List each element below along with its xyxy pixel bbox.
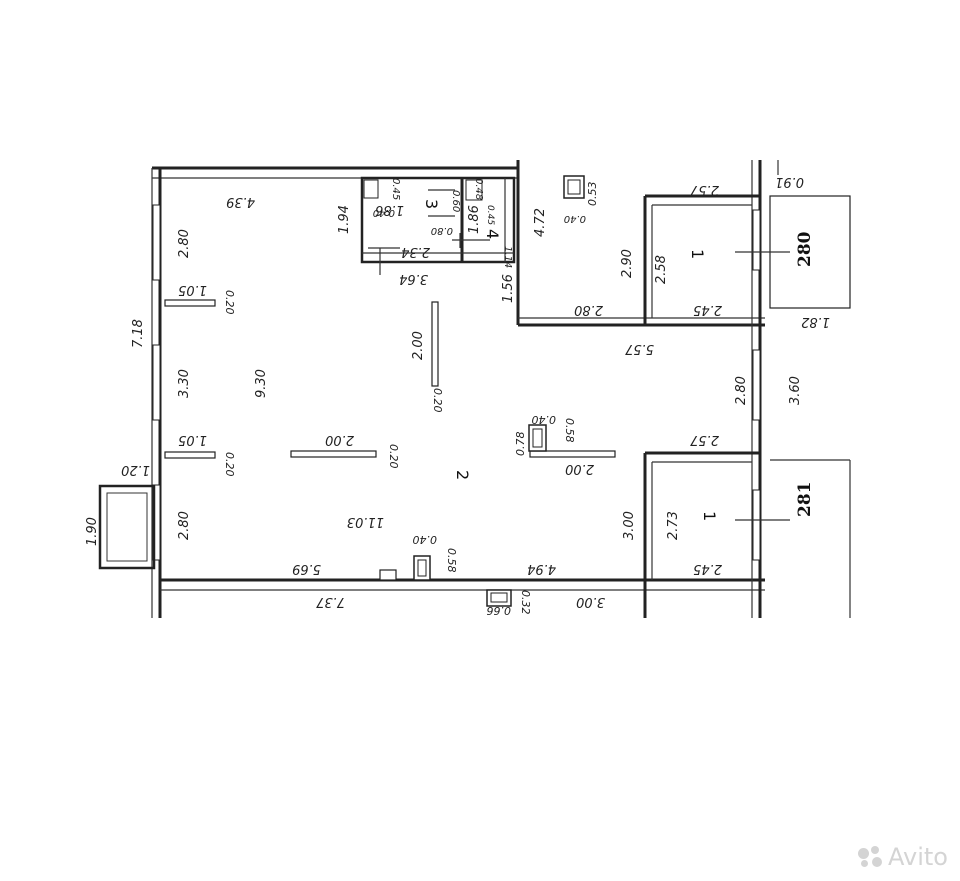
dim-label: 0.60 xyxy=(450,190,461,212)
dim-label: 1.82 xyxy=(801,314,830,329)
room-number-4: 4 xyxy=(483,229,502,239)
dim-label: 1.56 xyxy=(501,274,516,303)
dim-label: 9.30 xyxy=(254,369,269,398)
dim-label: 11.03 xyxy=(347,514,384,529)
dim-label: 1.05 xyxy=(178,432,207,447)
dim-label: 3.64 xyxy=(399,271,428,286)
dim-label: 0.20 xyxy=(431,388,444,413)
dim-label: 0.20 xyxy=(223,290,236,315)
dim-label: 3.00 xyxy=(576,594,605,609)
dim-label: 5.69 xyxy=(292,561,321,576)
dim-label: 1.86 xyxy=(467,205,482,234)
neighbour-apartments xyxy=(769,160,851,618)
dim-label: 0.58 xyxy=(563,418,576,443)
avito-logo-icon xyxy=(858,846,884,868)
dim-label: 0.48 xyxy=(473,178,484,200)
dim-label: 2.34 xyxy=(401,244,430,259)
dim-label: 1.86 xyxy=(375,202,404,217)
dim-label: 0.20 xyxy=(223,452,236,477)
dim-label: 0.40 xyxy=(564,213,586,224)
dim-label: 0.40 xyxy=(532,413,557,426)
dim-label: 2.45 xyxy=(693,302,722,317)
dim-label: 0.40 xyxy=(373,207,395,218)
dim-label: 2.58 xyxy=(654,255,669,284)
leader-lines xyxy=(735,251,790,521)
dim-label: 2.90 xyxy=(620,249,635,278)
dim-label: 3.00 xyxy=(622,511,637,540)
room-walls xyxy=(360,176,760,618)
room-number-1-bottom: 1 xyxy=(700,511,719,521)
dim-label: 4.39 xyxy=(226,194,255,209)
partitions xyxy=(164,175,616,607)
dim-label: 0.80 xyxy=(431,225,453,236)
dim-label: 2.00 xyxy=(411,331,426,360)
dim-label: 2.80 xyxy=(177,511,192,540)
dim-label: 2.00 xyxy=(565,461,594,476)
dim-label: 1.14 xyxy=(502,246,513,268)
dim-label: 1.20 xyxy=(121,462,150,477)
dim-label: 7.37 xyxy=(315,594,345,609)
dim-label: 5.57 xyxy=(624,341,654,356)
dim-label: 1.05 xyxy=(178,282,207,297)
dim-label: 4.72 xyxy=(533,208,548,237)
dim-label: 0.40 xyxy=(413,533,438,546)
room-number-3: 3 xyxy=(422,199,441,209)
dim-label: 0.45 xyxy=(485,205,495,225)
dim-label: 2.73 xyxy=(666,511,681,540)
dim-label: 0.53 xyxy=(586,182,599,207)
dim-label: 2.80 xyxy=(574,302,603,317)
dim-label: 0.66 xyxy=(487,604,512,617)
dim-label: 2.45 xyxy=(693,561,722,576)
dim-label: 0.58 xyxy=(445,548,458,573)
dim-label: 0.32 xyxy=(519,590,532,615)
dim-label: 2.80 xyxy=(734,376,749,405)
dim-label: 0.45 xyxy=(390,178,401,200)
watermark-text: Avito xyxy=(888,843,948,871)
dim-label: 4.94 xyxy=(527,561,556,576)
windows xyxy=(152,204,761,561)
dim-label: 0.78 xyxy=(514,432,527,457)
balcony xyxy=(98,484,156,570)
dim-label: 2.00 xyxy=(325,432,354,447)
room-number-1-top: 1 xyxy=(688,249,707,259)
dim-label: 7.18 xyxy=(131,319,146,348)
dim-label: 2.80 xyxy=(177,229,192,258)
avito-watermark: Avito xyxy=(858,843,948,871)
dim-label: 3.60 xyxy=(788,376,803,405)
dim-label: 2.57 xyxy=(689,432,719,447)
apartment-number-281: 281 xyxy=(795,482,815,518)
dim-label: 2.57 xyxy=(689,182,719,197)
dim-label: 0.20 xyxy=(387,444,400,469)
dim-label: 1.94 xyxy=(337,205,352,234)
dim-label: 1.90 xyxy=(85,517,100,546)
dim-label: 3.30 xyxy=(177,369,192,398)
apartment-number-280: 280 xyxy=(795,231,815,267)
dim-label: 0.91 xyxy=(775,174,804,189)
room-number-2: 2 xyxy=(453,470,472,480)
